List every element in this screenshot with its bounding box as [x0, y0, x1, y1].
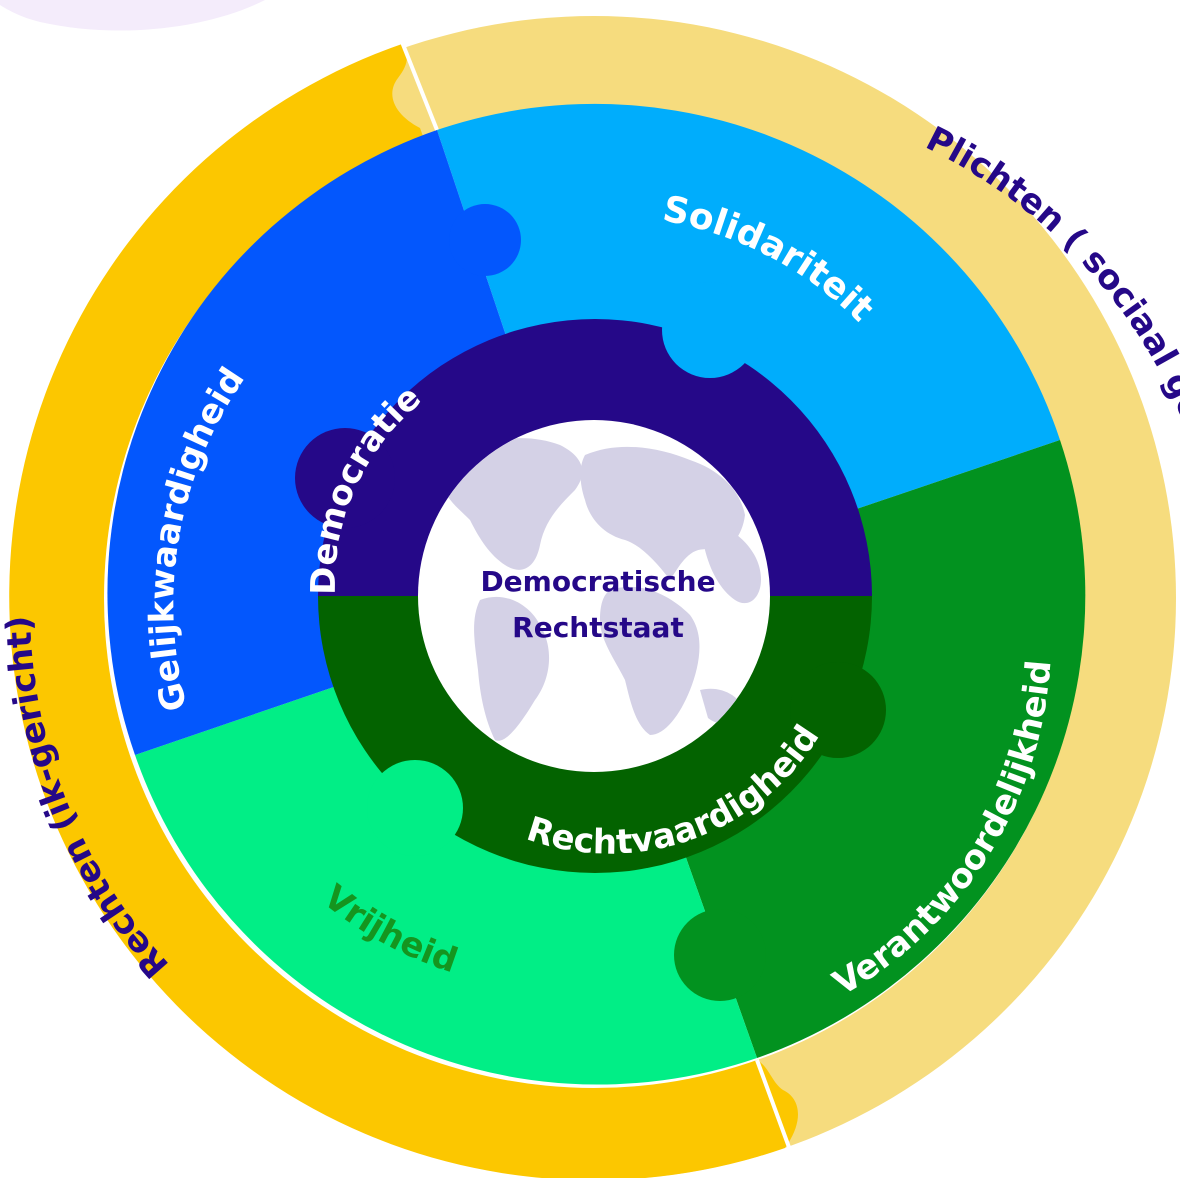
puzzle-knob-gelijk: [449, 204, 521, 276]
puzzle-knob-verant: [674, 909, 766, 1001]
inner-knob-democratie: [295, 428, 395, 528]
center-title-line2: Rechtstaat: [512, 611, 684, 644]
center: Democratische Rechtstaat: [418, 420, 770, 772]
inner-knob-rechtv: [790, 662, 886, 758]
center-title-line1: Democratische: [480, 565, 715, 598]
globe-icon: [440, 438, 761, 741]
corner-decoration: [0, 0, 265, 31]
